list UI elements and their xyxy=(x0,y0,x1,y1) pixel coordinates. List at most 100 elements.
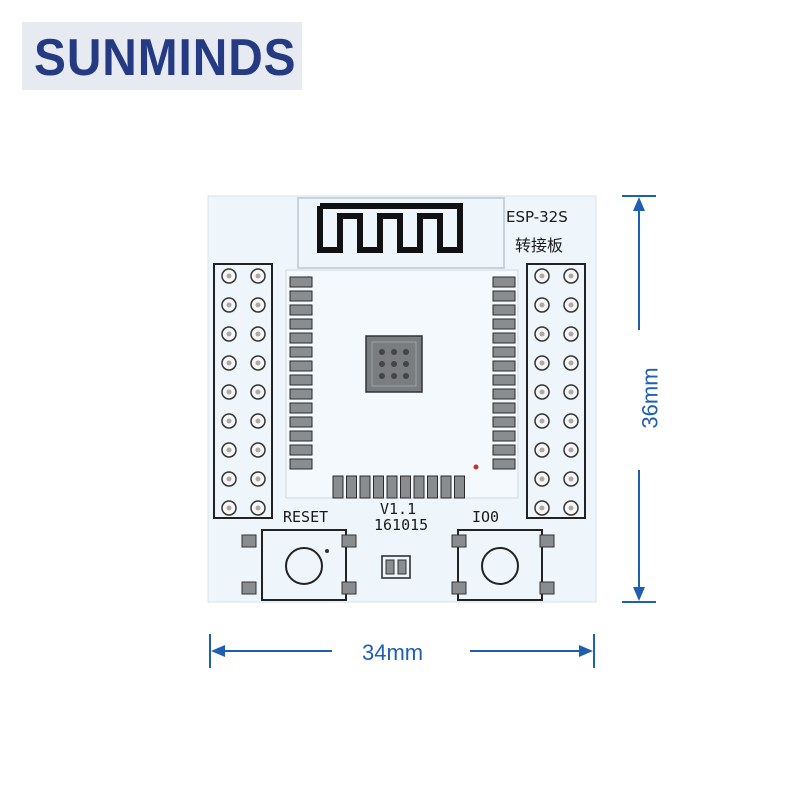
module-pad xyxy=(427,475,438,499)
module-pad xyxy=(289,304,313,316)
height-dimension-line xyxy=(622,195,656,603)
header-hole-center xyxy=(226,505,232,511)
header-hole-center xyxy=(226,389,232,395)
adapter-label: 转接板 xyxy=(515,236,564,255)
module-pad xyxy=(289,374,313,386)
module-pad xyxy=(492,318,516,330)
header-hole-center xyxy=(539,273,545,279)
header-hole-center xyxy=(568,476,574,482)
module-pad xyxy=(492,332,516,344)
date-code-label: 161015 xyxy=(374,516,429,534)
module-pad xyxy=(413,475,425,499)
width-dimension-label: 34mm xyxy=(362,640,424,665)
module-pad xyxy=(289,276,313,288)
module-pad xyxy=(492,304,516,316)
header-hole-center xyxy=(568,331,574,337)
header-hole-center xyxy=(539,302,545,308)
module-pad xyxy=(373,475,384,499)
module-pad xyxy=(492,416,516,428)
header-hole-center xyxy=(255,418,261,424)
module-pad xyxy=(289,360,313,372)
antenna-trace xyxy=(297,197,505,269)
module-pad xyxy=(346,475,357,499)
module-pad xyxy=(386,475,398,499)
module-pad xyxy=(492,360,516,372)
header-hole-center xyxy=(255,273,261,279)
module-pad xyxy=(289,388,313,400)
header-hole-center xyxy=(255,389,261,395)
header-hole-center xyxy=(226,476,232,482)
header-hole-center xyxy=(539,505,545,511)
module-pad xyxy=(359,475,371,499)
header-hole-center xyxy=(226,331,232,337)
module-pad xyxy=(289,402,313,414)
brand-logo-background xyxy=(22,22,302,90)
header-hole-center xyxy=(539,360,545,366)
module-pad xyxy=(289,416,313,428)
module-pad xyxy=(289,430,313,442)
module-pad xyxy=(289,332,313,344)
module-pad xyxy=(492,430,516,442)
header-hole-center xyxy=(226,273,232,279)
module-pad xyxy=(492,290,516,302)
module-pad xyxy=(492,276,516,288)
header-hole-center xyxy=(226,302,232,308)
module-pad xyxy=(492,346,516,358)
module-pad xyxy=(492,388,516,400)
header-hole-center xyxy=(539,476,545,482)
left-pad-row xyxy=(289,276,313,470)
header-hole-center xyxy=(255,331,261,337)
header-hole-center xyxy=(568,418,574,424)
module-pad xyxy=(289,290,313,302)
left-header-outline xyxy=(213,263,273,519)
header-hole-center xyxy=(568,302,574,308)
header-hole-center xyxy=(539,389,545,395)
module-pad xyxy=(289,318,313,330)
header-hole-center xyxy=(539,447,545,453)
header-hole-center xyxy=(568,360,574,366)
header-hole-center xyxy=(255,302,261,308)
header-hole-center xyxy=(226,360,232,366)
header-hole-center xyxy=(255,360,261,366)
header-hole-center xyxy=(539,418,545,424)
module-pad xyxy=(492,374,516,386)
module-pad xyxy=(492,402,516,414)
version-label: V1.1 xyxy=(380,500,417,518)
red-dot xyxy=(473,464,479,470)
module-pad xyxy=(289,346,313,358)
right-pad-row xyxy=(492,276,516,470)
module-pad xyxy=(440,475,452,499)
smd-component-pads xyxy=(381,555,411,579)
io0-button xyxy=(451,529,555,601)
center-ground-pad xyxy=(365,335,423,393)
module-pad xyxy=(492,444,516,456)
reset-label: RESET xyxy=(283,508,329,526)
header-hole-center xyxy=(255,447,261,453)
header-hole-center xyxy=(255,476,261,482)
module-pad xyxy=(332,475,344,499)
header-hole-center xyxy=(539,331,545,337)
module-pad xyxy=(454,475,465,499)
brand-logo: SUNMINDS xyxy=(34,29,297,87)
header-hole-center xyxy=(226,418,232,424)
header-hole-center xyxy=(255,505,261,511)
header-hole-center xyxy=(226,447,232,453)
header-hole-center xyxy=(568,505,574,511)
module-pad xyxy=(400,475,411,499)
reset-button xyxy=(241,529,357,601)
height-dimension-label: 36mm xyxy=(637,367,663,429)
io0-label: IO0 xyxy=(472,508,500,526)
left-header-holes xyxy=(221,268,266,516)
right-header-outline xyxy=(526,263,586,519)
module-pad xyxy=(289,458,313,470)
module-label: ESP-32S xyxy=(506,208,568,226)
module-pad xyxy=(492,458,516,470)
header-hole-center xyxy=(568,389,574,395)
header-hole-center xyxy=(568,273,574,279)
right-header-holes xyxy=(534,268,579,516)
module-pad xyxy=(289,444,313,456)
header-hole-center xyxy=(568,447,574,453)
bottom-pad-row xyxy=(332,475,465,499)
width-dimension-line xyxy=(209,634,595,668)
